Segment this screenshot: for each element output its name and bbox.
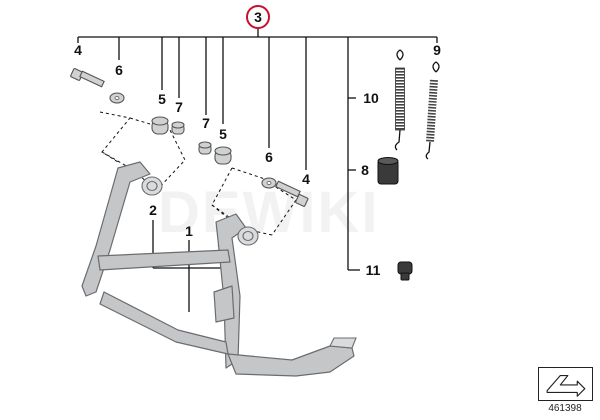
spring-9 — [425, 61, 440, 160]
callout-1: 1 — [185, 223, 193, 239]
bolt-right — [275, 180, 309, 207]
callout-5-left: 5 — [158, 91, 166, 107]
callout-2-left: 2 — [149, 202, 157, 218]
callout-7-left: 7 — [175, 99, 183, 115]
bolt-left — [70, 68, 105, 88]
center-stand-frame — [81, 161, 357, 377]
callout-4-left: 4 — [74, 42, 82, 58]
callout-11: 11 — [366, 262, 381, 278]
bushing-cap-right — [198, 141, 212, 155]
callout-7-right: 7 — [202, 115, 210, 131]
callout-9: 9 — [433, 42, 441, 58]
callout-6-left: 6 — [115, 62, 123, 78]
callout-4-right: 4 — [302, 171, 310, 187]
watermark-text: DEWIKI — [158, 180, 379, 245]
bushing-left — [151, 116, 169, 135]
bushing-cap-left — [171, 121, 185, 135]
reference-number: 461398 — [548, 403, 582, 414]
assembly-leader-tree — [77, 28, 438, 271]
callout-5-right: 5 — [219, 126, 227, 142]
bushing-right — [214, 146, 232, 165]
assembly-callout: 3 — [246, 5, 270, 29]
callout-3: 3 — [254, 9, 262, 25]
callout-6-right: 6 — [265, 149, 273, 165]
callout-8: 8 — [361, 162, 369, 178]
spring-sleeve-8 — [377, 157, 399, 185]
arrow-direction-icon — [546, 374, 586, 397]
reference-symbol-box — [538, 367, 593, 401]
spring-10 — [394, 49, 405, 151]
rubber-stop-11 — [397, 261, 413, 281]
callout-10: 10 — [363, 90, 379, 106]
assembly-highlight-circle — [246, 5, 270, 29]
